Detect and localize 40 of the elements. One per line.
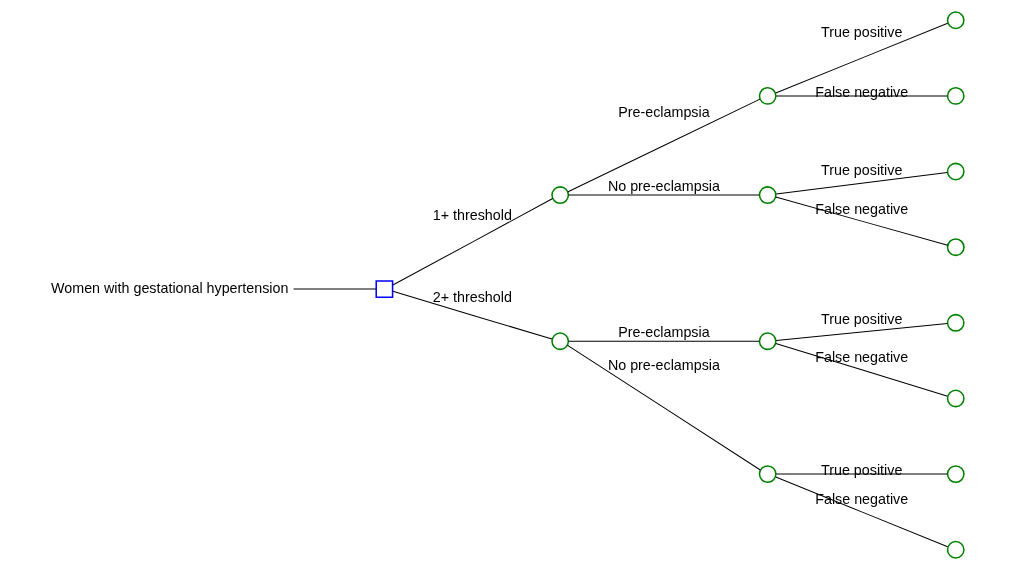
connector (566, 344, 761, 471)
edge-label: 2+ threshold (432, 288, 512, 305)
node-circle (946, 238, 965, 257)
edge-label: Pre-eclampsia (617, 324, 710, 341)
connector (774, 22, 948, 94)
edge-label: False negative (814, 348, 908, 365)
connector (391, 290, 552, 340)
edge-label: False negative (814, 84, 908, 101)
edge-label: True positive (820, 161, 902, 178)
edge-label: True positive (820, 23, 902, 40)
connector (775, 323, 948, 341)
node-box (374, 280, 393, 299)
connector (775, 172, 948, 195)
connector (774, 196, 948, 246)
connector (391, 198, 553, 286)
connector (567, 98, 760, 193)
node-circle (946, 389, 965, 408)
edge-label: True positive (820, 311, 902, 328)
edge-label: 1+ threshold (432, 206, 512, 223)
node-circle (946, 465, 965, 484)
node-circle (946, 162, 965, 181)
node-circle (946, 11, 965, 30)
connector (774, 476, 948, 548)
edge-label: False negative (814, 200, 908, 217)
node-circle (946, 540, 965, 559)
connector (774, 342, 948, 397)
node-circle (758, 465, 777, 484)
edge-label: No pre-eclampsia (607, 178, 720, 195)
node-circle (758, 332, 777, 351)
node-circle (550, 332, 569, 351)
node-text: Women with gestational hypertension (50, 279, 288, 296)
node-circle (758, 86, 777, 105)
node-circle (758, 186, 777, 204)
edge-label: No pre-eclampsia (607, 357, 720, 374)
node-circle (550, 186, 569, 204)
connector (567, 340, 760, 342)
edge-label: True positive (820, 462, 902, 479)
node-circle (946, 313, 965, 332)
node-circle (946, 86, 965, 105)
edge-label: Pre-eclampsia (617, 103, 710, 120)
